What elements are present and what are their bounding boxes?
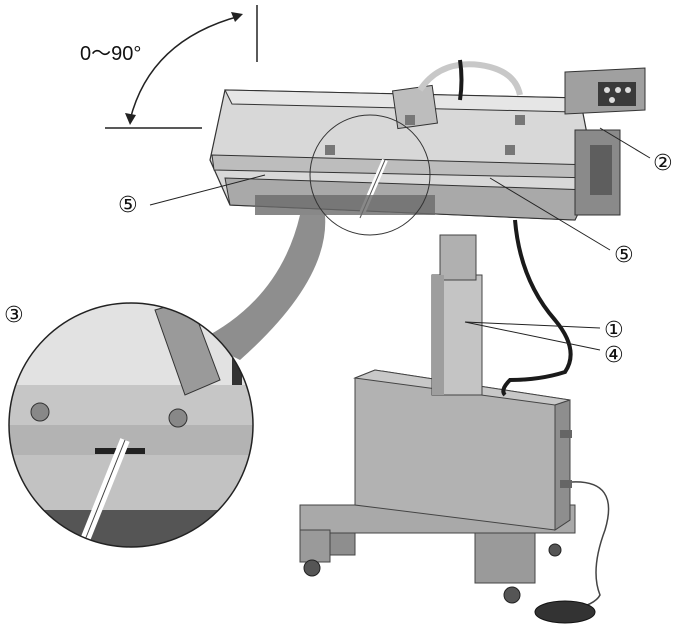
control-panel	[564, 67, 646, 115]
caster-wheel-front	[503, 586, 521, 604]
panel-knob-icon	[625, 87, 631, 93]
callout-4: ④	[604, 343, 624, 368]
support-column	[431, 234, 483, 396]
zoom-cone	[200, 215, 326, 360]
machine-base	[299, 504, 576, 604]
leader-lines	[149, 127, 651, 351]
arrowhead-bottom-icon	[125, 113, 136, 125]
side-mechanism	[574, 129, 621, 216]
panel-knob-icon	[604, 87, 610, 93]
callout-3: ③	[4, 303, 24, 328]
zoom-source-circle	[309, 114, 431, 236]
rotation-angle-indicator: 0〜90°	[80, 5, 258, 129]
caster-wheel-right	[548, 543, 562, 557]
callout-2: ②	[653, 151, 673, 176]
foot-switch-pedal	[534, 600, 596, 624]
enlarged-detail	[8, 302, 254, 548]
caster-wheel-left	[303, 559, 321, 577]
arrowhead-top-icon	[231, 12, 243, 22]
vacuum-hose	[417, 61, 523, 96]
callout-5-right: ⑤	[614, 243, 634, 268]
callout-5-left: ⑤	[118, 193, 138, 218]
main-power-cable	[501, 219, 573, 397]
foot-switch-cable	[569, 481, 610, 611]
callout-1: ①	[604, 318, 624, 343]
sealer-head-tray	[209, 84, 596, 221]
angle-label: 0〜90°	[80, 43, 141, 65]
panel-knob-icon	[615, 87, 621, 93]
panel-knob-icon	[609, 97, 615, 103]
